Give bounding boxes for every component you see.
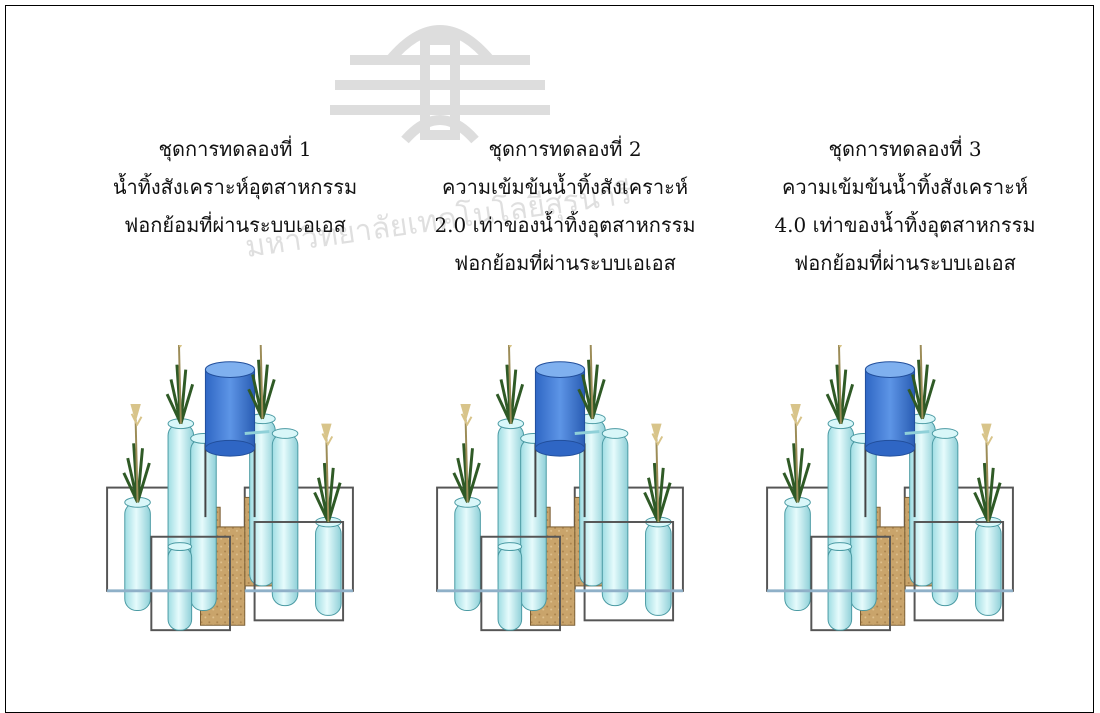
caption-set-1: ชุดการทดลองที่ 1 น้ำทิ้งสังเคราะห์อุตสาห… xyxy=(65,130,405,244)
setup-illustration-3 xyxy=(755,345,1025,640)
caption-line: 4.0 เท่าของน้ำทิ้งอุตสาหกรรม xyxy=(774,213,1036,237)
caption-line: น้ำทิ้งสังเคราะห์อุตสาหกรรม xyxy=(112,175,358,199)
caption-line: ฟอกย้อมที่ผ่านระบบเอเอส xyxy=(124,213,346,237)
setup-illustration-1 xyxy=(95,345,365,640)
caption-set-3: ชุดการทดลองที่ 3 ความเข้มข้นน้ำทิ้งสังเค… xyxy=(735,130,1075,282)
caption-line: ความเข้มข้นน้ำทิ้งสังเคราะห์ xyxy=(442,175,688,199)
setup-illustration-2 xyxy=(425,345,695,640)
caption-line: ฟอกย้อมที่ผ่านระบบเอเอส xyxy=(794,251,1016,275)
caption-line: 2.0 เท่าของน้ำทิ้งอุตสาหกรรม xyxy=(434,213,696,237)
caption-line: ชุดการทดลองที่ 2 xyxy=(488,137,642,161)
caption-line: ชุดการทดลองที่ 1 xyxy=(158,137,312,161)
caption-line: ชุดการทดลองที่ 3 xyxy=(828,137,982,161)
caption-line: ความเข้มข้นน้ำทิ้งสังเคราะห์ xyxy=(782,175,1028,199)
caption-line: ฟอกย้อมที่ผ่านระบบเอเอส xyxy=(454,251,676,275)
caption-set-2: ชุดการทดลองที่ 2 ความเข้มข้นน้ำทิ้งสังเค… xyxy=(395,130,735,282)
